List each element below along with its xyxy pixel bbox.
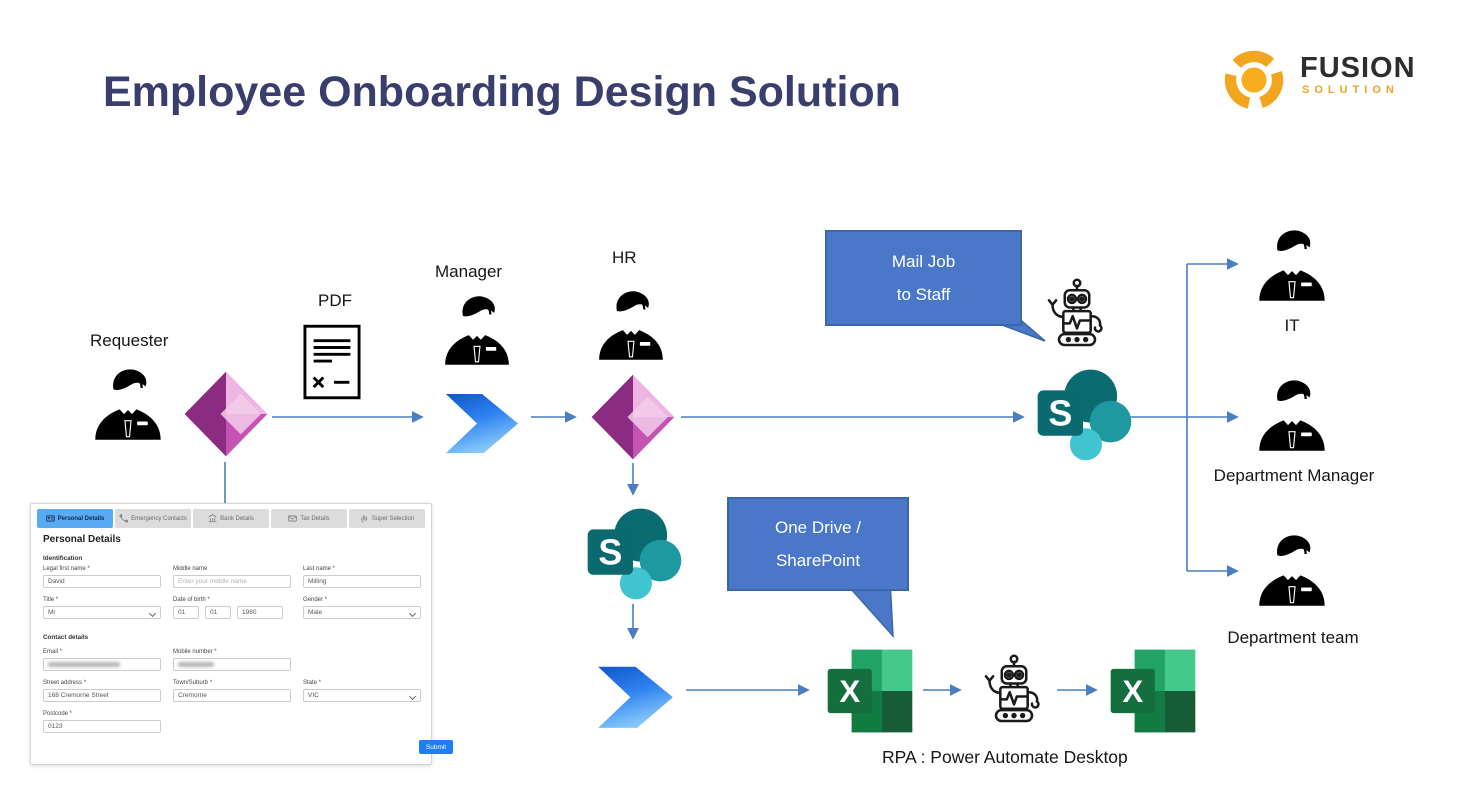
street-address-label: Street address *: [43, 680, 87, 686]
fusion-logo: FUSION SOLUTION: [1216, 40, 1431, 120]
dob-label: Date of birth *: [173, 597, 210, 603]
department-manager-person-icon: [1254, 372, 1330, 458]
mobile-number-label: Mobile number *: [173, 649, 217, 655]
sharepoint-icon-main: [1032, 366, 1136, 464]
legal-first-name-label: Legal first name *: [43, 566, 90, 572]
excel-icon-output: [1103, 645, 1203, 737]
hr-label: HR: [612, 248, 637, 267]
dob-month-input[interactable]: 01: [205, 606, 231, 619]
tab-label: Personal Details: [57, 515, 105, 522]
powerautomate-icon-approval: [434, 376, 530, 458]
tab-personal-details[interactable]: Personal Details: [37, 509, 113, 528]
requester-person-icon: [90, 364, 166, 444]
requester-label: Requester: [90, 331, 169, 350]
robot-icon-rpa: [978, 646, 1050, 734]
mobile-number-input[interactable]: [173, 658, 291, 671]
robot-icon-mail: [1041, 270, 1113, 358]
onedrive-bubble-line2: SharePoint: [775, 551, 861, 570]
logo-subname: SOLUTION: [1302, 84, 1399, 96]
tab-label: Bank Details: [220, 515, 254, 522]
id-card-icon: [45, 515, 55, 522]
tab-label: Super Selection: [371, 515, 415, 522]
powerapps-icon-requester: [180, 368, 272, 460]
manager-person-icon: [440, 289, 514, 371]
onedrive-sharepoint-bubble: One Drive / SharePoint: [727, 497, 909, 591]
postcode-label: Postcode *: [43, 711, 73, 717]
rpa-label: RPA : Power Automate Desktop: [882, 747, 1128, 767]
department-team-label: Department team: [1227, 628, 1359, 647]
mail-job-bubble-line1: Mail Job: [891, 252, 956, 271]
pdf-label: PDF: [318, 291, 352, 310]
it-person-icon: [1254, 222, 1330, 308]
redacted-value: [178, 662, 214, 667]
tab-label: Emergency Contacts: [131, 515, 187, 522]
envelope-icon: [288, 515, 298, 522]
page-title: Employee Onboarding Design Solution: [103, 68, 901, 116]
contact-section-label: Contact details: [43, 634, 89, 641]
department-team-person-icon: [1254, 527, 1330, 613]
sharepoint-icon-storage: [582, 505, 686, 603]
dob-day-input[interactable]: 01: [173, 606, 199, 619]
legal-first-name-input[interactable]: David: [43, 575, 161, 588]
tab-emergency-contacts[interactable]: Emergency Contacts: [115, 509, 191, 528]
onboarding-form-card: Personal Details Emergency Contacts Bank…: [30, 503, 453, 765]
last-name-label: Last name *: [303, 566, 336, 572]
department-manager-label: Department Manager: [1213, 466, 1375, 485]
hr-person-icon: [594, 284, 668, 366]
form-tab-bar: Personal Details Emergency Contacts Bank…: [37, 509, 425, 528]
mail-job-bubble: Mail Job to Staff: [825, 230, 1022, 326]
town-suburb-input[interactable]: Cremorne: [173, 689, 291, 702]
middle-name-input[interactable]: Enter your middle name: [173, 575, 291, 588]
phone-icon: [119, 514, 129, 523]
dob-year-input[interactable]: 1980: [237, 606, 283, 619]
town-suburb-label: Town/Suburb *: [173, 680, 213, 686]
onedrive-bubble-line1: One Drive /: [775, 518, 861, 537]
powerapps-icon-hr: [587, 371, 679, 463]
it-label: IT: [1284, 316, 1300, 335]
gender-select[interactable]: Male: [303, 606, 421, 619]
email-label: Email *: [43, 649, 63, 655]
pdf-document-icon: [303, 324, 361, 400]
state-select[interactable]: VIC: [303, 689, 421, 702]
tab-bank-details[interactable]: Bank Details: [193, 509, 269, 528]
state-label: State *: [303, 680, 322, 686]
postcode-input[interactable]: 0123: [43, 720, 161, 733]
title-select[interactable]: Mr: [43, 606, 161, 619]
bank-icon: [208, 514, 217, 523]
powerautomate-icon-desktop: [588, 648, 683, 733]
middle-name-label: Middle name: [173, 566, 208, 572]
title-label: Title *: [43, 597, 59, 603]
tab-label: Tax Details: [300, 515, 330, 522]
identification-section-label: Identification: [43, 555, 83, 562]
redacted-value: [48, 662, 120, 667]
form-heading: Personal Details: [43, 534, 121, 545]
tab-super-selection[interactable]: Super Selection: [349, 509, 425, 528]
hand-icon: [361, 515, 368, 523]
logo-name: FUSION: [1300, 52, 1416, 84]
last-name-input[interactable]: Milling: [303, 575, 421, 588]
manager-label: Manager: [435, 262, 503, 281]
excel-icon-source: [820, 645, 920, 737]
street-address-input[interactable]: 168 Cremorne Street: [43, 689, 161, 702]
tab-tax-details[interactable]: Tax Details: [271, 509, 347, 528]
submit-button[interactable]: Submit: [419, 740, 453, 754]
mail-job-bubble-line2: to Staff: [896, 285, 951, 304]
email-input[interactable]: [43, 658, 161, 671]
fusion-logo-icon: [1216, 42, 1292, 118]
gender-label: Gender *: [303, 597, 328, 603]
